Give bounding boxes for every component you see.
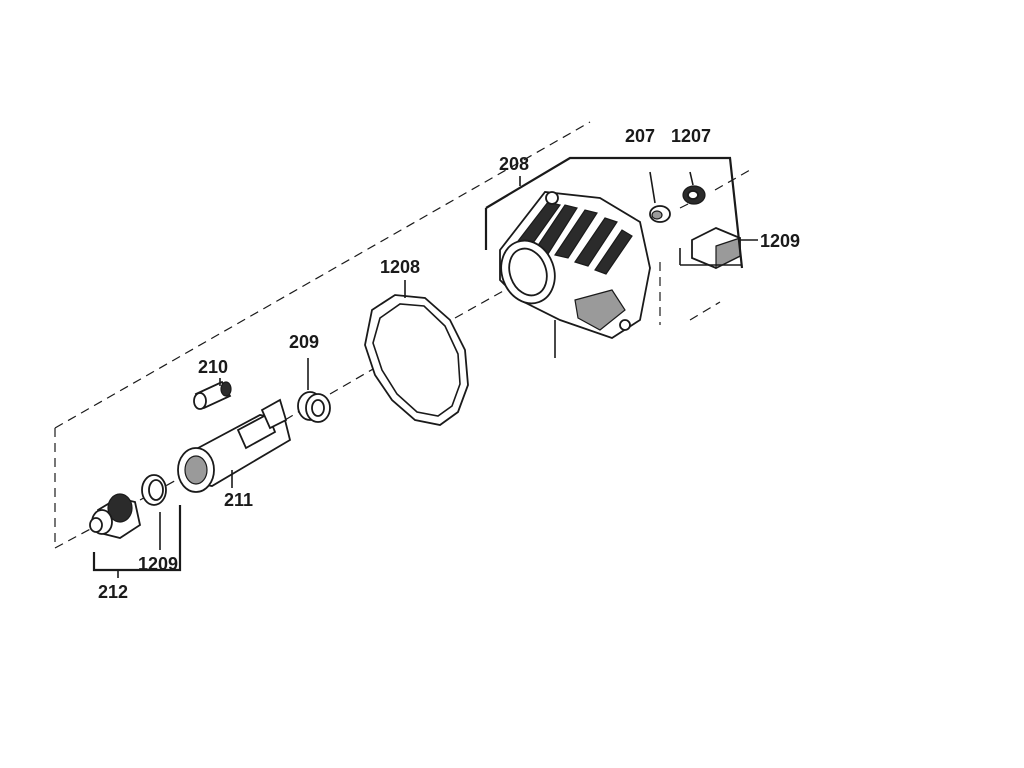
label-208: 208 — [499, 154, 529, 174]
label-1209-lower: 1209 — [138, 554, 178, 574]
bracket-208 — [484, 156, 744, 269]
label-1209-upper: 1209 — [760, 231, 800, 251]
spindle-211 — [177, 398, 292, 493]
label-209: 209 — [289, 332, 319, 352]
gasket-1208 — [364, 280, 469, 426]
label-211: 211 — [224, 490, 253, 510]
brush-block-1209 — [691, 227, 758, 269]
label-1207: 1207 — [671, 126, 711, 146]
o-ring-1209 — [141, 474, 167, 506]
bracket-212 — [92, 505, 182, 578]
chuck-212 — [89, 493, 142, 539]
ring-209 — [297, 358, 331, 423]
housing-208 — [499, 191, 651, 358]
label-207: 207 — [625, 126, 655, 146]
seal-1207 — [682, 185, 706, 205]
label-212: 212 — [98, 582, 128, 602]
bushing-207 — [649, 205, 671, 223]
label-1208: 1208 — [380, 257, 420, 277]
pin-210 — [193, 378, 232, 410]
label-210: 210 — [198, 357, 228, 377]
